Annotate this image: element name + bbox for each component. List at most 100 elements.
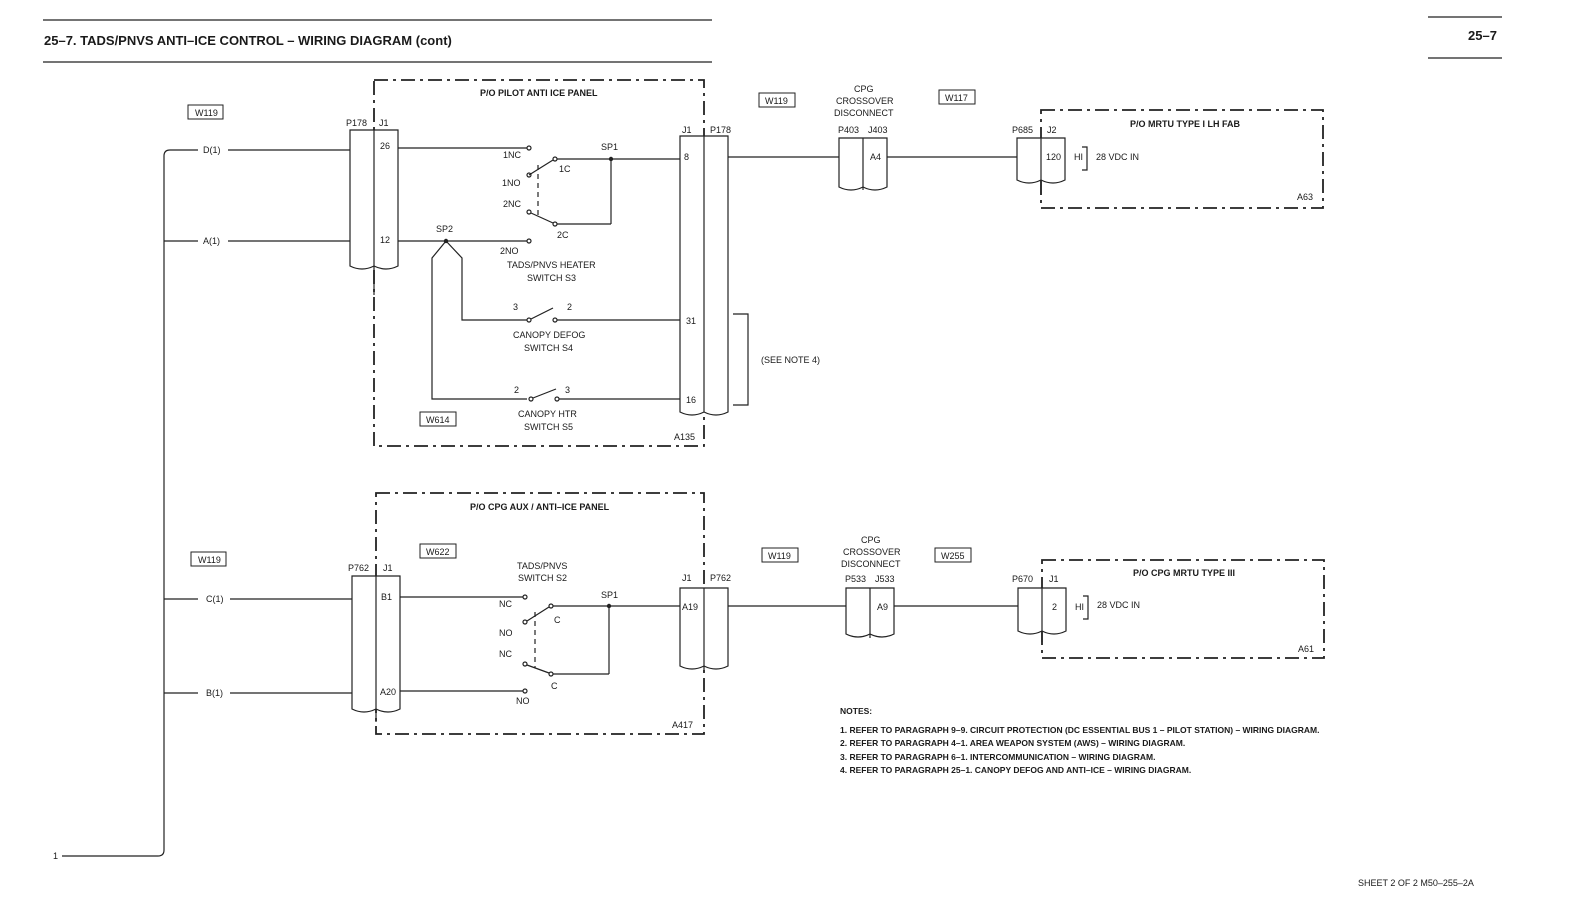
top-crossover-2: CROSSOVER <box>836 96 894 106</box>
top-mrtu-plug: P685 <box>1012 125 1033 135</box>
bottom-mrtu-ref: A61 <box>1298 644 1314 654</box>
s2-nc-2: NC <box>499 649 512 659</box>
bottom-harness-right: W255 <box>941 551 965 561</box>
s3-2nc: 2NC <box>503 199 522 209</box>
bottom-left-connector <box>351 575 401 722</box>
cpg-aux-anti-ice-panel <box>375 492 705 735</box>
top-mrtu-pin: 120 <box>1046 152 1061 162</box>
s2-label-1: TADS/PNVS <box>517 561 567 571</box>
top-right-connector <box>679 135 729 416</box>
signal-d: D(1) <box>203 145 221 155</box>
bottom-mrtu-signal: 28 VDC IN <box>1097 600 1140 610</box>
top-cross-jack: J403 <box>868 125 888 135</box>
top-harness-right-tag <box>938 89 976 105</box>
top-mrtu-connector <box>1016 137 1066 195</box>
bottom-crossover-connector <box>845 587 895 638</box>
signal-a: A(1) <box>203 236 220 246</box>
bottom-mrtu-plug: P670 <box>1012 574 1033 584</box>
see-note-4: (SEE NOTE 4) <box>761 355 820 365</box>
top-mrtu-signal: 28 VDC IN <box>1096 152 1139 162</box>
bottom-mrtu-pin: 2 <box>1052 602 1057 612</box>
s5-label-1: CANOPY HTR <box>518 409 577 419</box>
note-3: 3. REFER TO PARAGRAPH 6–1. INTERCOMMUNIC… <box>840 752 1155 762</box>
top-plug-right: P178 <box>710 125 731 135</box>
s5-label-2: SWITCH S5 <box>524 422 573 432</box>
bottom-panel-title: P/O CPG AUX / ANTI–ICE PANEL <box>470 502 610 512</box>
bottom-crossover-3: DISCONNECT <box>841 559 901 569</box>
top-harness-mid: W119 <box>765 96 788 106</box>
top-mrtu-ref: A63 <box>1297 192 1313 202</box>
pin-12: 12 <box>380 235 390 245</box>
bottom-cross-plug: P533 <box>845 574 866 584</box>
bottom-jack-right: J1 <box>682 573 692 583</box>
pin-a20: A20 <box>380 687 396 697</box>
bottom-mrtu-title: P/O CPG MRTU TYPE III <box>1133 568 1235 578</box>
s2-c-1: C <box>554 615 561 625</box>
s2-no-1: NO <box>499 628 513 638</box>
top-cross-pin: A4 <box>870 152 881 162</box>
top-cross-plug: P403 <box>838 125 859 135</box>
left-bus: 1 <box>53 149 198 861</box>
s2-c-2: C <box>551 681 558 691</box>
pin-8: 8 <box>684 152 689 162</box>
top-panel-title: P/O PILOT ANTI ICE PANEL <box>480 88 598 98</box>
top-panel-ref: A135 <box>674 432 695 442</box>
top-harness-left: W119 <box>195 108 218 118</box>
bottom-mrtu-connector <box>1017 587 1067 642</box>
bottom-harness-inner-tag <box>419 543 457 559</box>
notes-heading: NOTES: <box>840 706 872 716</box>
bottom-crossover-1: CPG <box>861 535 881 545</box>
s5-pin-b: 3 <box>565 385 570 395</box>
top-jack-right: J1 <box>682 125 692 135</box>
bottom-harness-mid: W119 <box>768 551 791 561</box>
page-title: 25–7. TADS/PNVS ANTI–ICE CONTROL – WIRIN… <box>44 33 452 48</box>
s5-pin-a: 2 <box>514 385 519 395</box>
note-4: 4. REFER TO PARAGRAPH 25–1. CANOPY DEFOG… <box>840 765 1191 775</box>
bottom-harness-left-tag <box>190 551 227 567</box>
bottom-harness-left: W119 <box>198 555 221 565</box>
top-harness-right: W117 <box>945 93 968 103</box>
top-left-connector <box>349 129 399 295</box>
s4-pin-a: 3 <box>513 302 518 312</box>
pin-a19: A19 <box>682 602 698 612</box>
pin-b1: B1 <box>381 592 392 602</box>
s2-nc-1: NC <box>499 599 512 609</box>
bottom-right-connector <box>679 587 729 672</box>
top-harness-mid-tag <box>758 92 796 108</box>
top-mrtu-title: P/O MRTU TYPE I LH FAB <box>1130 119 1241 129</box>
bottom-panel-ref: A417 <box>672 720 693 730</box>
signal-c: C(1) <box>206 594 224 604</box>
bottom-harness-right-tag <box>934 547 972 563</box>
bottom-jack-left: J1 <box>383 563 393 573</box>
s3-2c: 2C <box>557 230 569 240</box>
note-1: 1. REFER TO PARAGRAPH 9–9. CIRCUIT PROTE… <box>840 725 1320 735</box>
top-harness-inner-tag <box>419 411 457 427</box>
s3-label-1: TADS/PNVS HEATER <box>507 260 596 270</box>
signal-b: B(1) <box>206 688 223 698</box>
bottom-mrtu-hi: HI <box>1075 602 1084 612</box>
s3-label-2: SWITCH S3 <box>527 273 576 283</box>
s3-1no: 1NO <box>502 178 521 188</box>
top-mrtu-jack: J2 <box>1047 125 1057 135</box>
top-mrtu-hi: HI <box>1074 152 1083 162</box>
bottom-sp1: SP1 <box>601 590 618 600</box>
sheet-footer: SHEET 2 OF 2 M50–255–2A <box>1358 878 1474 888</box>
s3-2no: 2NO <box>500 246 519 256</box>
top-sp1: SP1 <box>601 142 618 152</box>
top-harness-left-tag <box>187 104 224 120</box>
s3-1nc: 1NC <box>503 150 522 160</box>
pin-31: 31 <box>686 316 696 326</box>
bottom-crossover-2: CROSSOVER <box>843 547 901 557</box>
bottom-harness-mid-tag <box>761 547 799 563</box>
bottom-mrtu-jack: J1 <box>1049 574 1059 584</box>
top-crossover-3: DISCONNECT <box>834 108 894 118</box>
s2-label-2: SWITCH S2 <box>518 573 567 583</box>
note-2: 2. REFER TO PARAGRAPH 4–1. AREA WEAPON S… <box>840 738 1185 748</box>
top-crossover-1: CPG <box>854 84 874 94</box>
bus-label: 1 <box>53 851 58 861</box>
bottom-plug-right: P762 <box>710 573 731 583</box>
bottom-plug-left: P762 <box>348 563 369 573</box>
top-sp2: SP2 <box>436 224 453 234</box>
bottom-harness-inner: W622 <box>426 547 450 557</box>
